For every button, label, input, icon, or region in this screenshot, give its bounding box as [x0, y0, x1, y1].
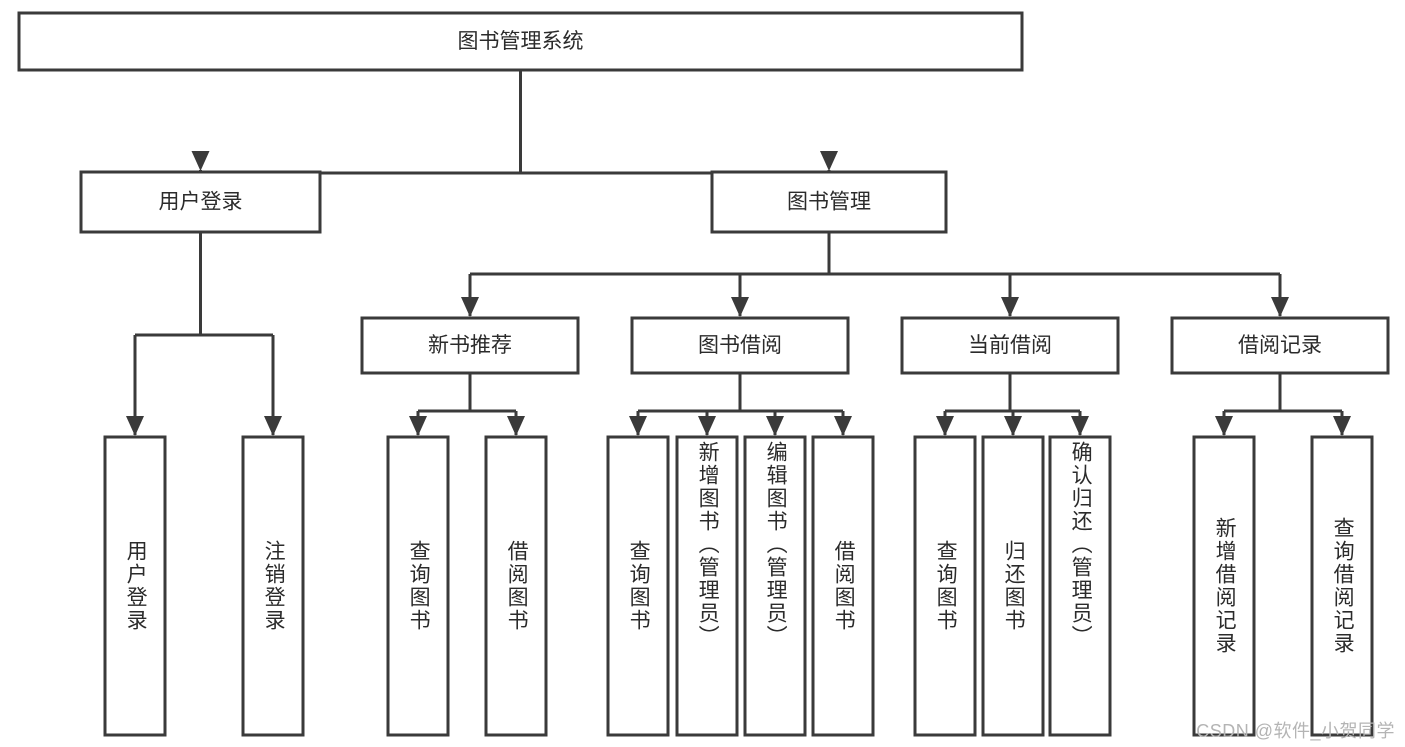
arrow-head-icon [731, 297, 749, 317]
node-label-book-manage: 图书管理 [787, 191, 871, 214]
arrow-head-icon [461, 297, 479, 317]
node-box-leaf-user-login[interactable] [103, 435, 167, 737]
node-box-new-book-recommend[interactable] [360, 316, 580, 375]
arrow-head-icon [1071, 416, 1089, 436]
node-box-leaf-borrow-book[interactable] [811, 435, 875, 737]
node-box-leaf-borrow-book-recommend[interactable] [484, 435, 548, 737]
connector-layer [126, 70, 1351, 436]
node-label-user-login: 用户登录 [159, 191, 243, 214]
arrow-head-icon [1271, 297, 1289, 317]
arrow-head-icon [409, 416, 427, 436]
arrow-head-icon [1001, 297, 1019, 317]
arrow-head-icon [834, 416, 852, 436]
arrow-head-icon [936, 416, 954, 436]
node-box-leaf-confirm-return-admin[interactable] [1048, 435, 1112, 737]
node-box-leaf-logout-login[interactable] [241, 435, 305, 737]
node-box-leaf-query-book-borrow[interactable] [606, 435, 670, 737]
node-box-current-borrow[interactable] [900, 316, 1120, 375]
arrow-head-icon [191, 151, 210, 171]
arrow-head-icon [264, 416, 282, 436]
node-box-root[interactable] [17, 11, 1024, 72]
node-box-leaf-query-book-current[interactable] [913, 435, 977, 737]
arrow-head-icon [766, 416, 784, 436]
node-label-book-borrow: 图书借阅 [698, 334, 782, 357]
arrow-head-icon [1215, 416, 1233, 436]
arrow-head-icon [820, 151, 838, 171]
node-box-leaf-add-borrow-record[interactable] [1192, 435, 1256, 737]
node-label-new-book-recommend: 新书推荐 [428, 334, 512, 357]
arrow-head-icon [1004, 416, 1022, 436]
node-box-book-borrow[interactable] [630, 316, 850, 375]
node-box-layer [17, 11, 1390, 737]
node-box-leaf-query-borrow-record[interactable] [1310, 435, 1374, 737]
node-box-user-login[interactable] [79, 170, 322, 234]
node-label-borrow-record: 借阅记录 [1238, 334, 1322, 357]
arrow-head-icon [507, 416, 525, 436]
node-label-current-borrow: 当前借阅 [968, 334, 1052, 357]
arrow-head-icon [1333, 416, 1351, 436]
arrow-head-icon [629, 416, 647, 436]
watermark-text: CSDN @软件_小贺同学 [1196, 721, 1395, 741]
arrow-head-icon [698, 416, 716, 436]
node-box-leaf-add-book-admin[interactable] [675, 435, 739, 737]
node-box-leaf-query-book-recommend[interactable] [386, 435, 450, 737]
node-box-borrow-record[interactable] [1170, 316, 1390, 375]
node-box-book-manage[interactable] [710, 170, 948, 234]
node-label-root: 图书管理系统 [458, 30, 584, 53]
arrow-head-icon [126, 416, 144, 436]
node-box-leaf-edit-book-admin[interactable] [743, 435, 807, 737]
node-box-leaf-return-book[interactable] [981, 435, 1045, 737]
